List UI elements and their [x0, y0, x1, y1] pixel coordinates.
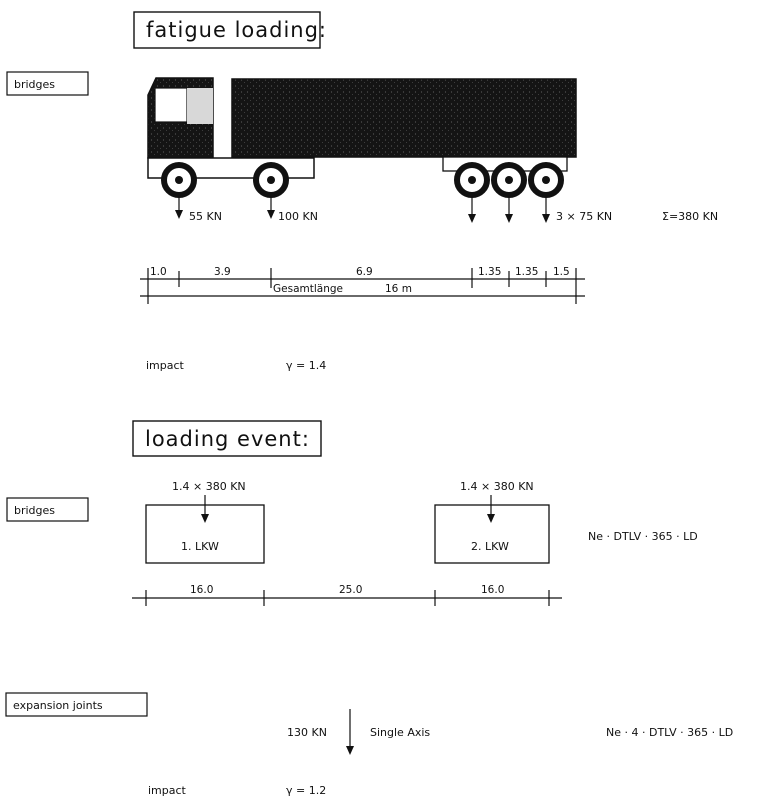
- bridges-label-box-1: bridges: [6, 71, 89, 96]
- dim-6: 1.5: [553, 266, 570, 278]
- spacing-3: 16.0: [481, 584, 504, 596]
- fatigue-title: fatigue loading:: [146, 18, 327, 42]
- dimension-chain: [140, 268, 585, 304]
- spacing-1: 16.0: [190, 584, 213, 596]
- wheel-second: [253, 162, 289, 198]
- single-axis-load: 130 KN: [287, 726, 327, 739]
- rear-axle-group-load: 3 × 75 KN: [556, 210, 612, 223]
- cab-window: [154, 87, 188, 123]
- dim-2: 3.9: [214, 266, 231, 278]
- total-length-value: 16 m: [385, 283, 412, 295]
- truck-illustration: [147, 77, 577, 198]
- expansion-joints-label-box: expansion joints: [5, 692, 148, 717]
- truck1-box: [145, 504, 265, 564]
- wheel-front: [161, 162, 197, 198]
- bridges-label-box-2: bridges: [6, 497, 89, 522]
- impact-label-2: impact: [148, 784, 187, 797]
- dim-3: 6.9: [356, 266, 373, 278]
- loading-event-title: loading event:: [145, 427, 310, 451]
- total-load: Σ=380 KN: [662, 210, 718, 223]
- impact-value-1: γ = 1.4: [286, 359, 326, 372]
- dim-1: 1.0: [150, 266, 167, 278]
- expansion-formula: Ne · 4 · DTLV · 365 · LD: [606, 726, 733, 739]
- wheel-rear-3: [528, 162, 564, 198]
- wheel-rear-1: [454, 162, 490, 198]
- bridges-label-1: bridges: [14, 78, 55, 91]
- truck2-name: 2. LKW: [471, 540, 509, 553]
- spacing-2: 25.0: [339, 584, 362, 596]
- spacing-dimension-chain: [132, 590, 562, 606]
- impact-value-2: γ = 1.2: [286, 784, 326, 797]
- dim-4: 1.35: [478, 266, 501, 278]
- bridges-label-2: bridges: [14, 504, 55, 517]
- single-axis-arrow: [346, 709, 354, 755]
- cab-window-shade: [187, 88, 213, 124]
- axle-load-arrows: [175, 196, 550, 223]
- truck1-name: 1. LKW: [181, 540, 219, 553]
- truck1-load-arrow: [201, 495, 209, 523]
- single-axis-label: Single Axis: [370, 726, 430, 739]
- impact-label-1: impact: [146, 359, 185, 372]
- second-axle-load: 100 KN: [278, 210, 318, 223]
- loading-event-formula: Ne · DTLV · 365 · LD: [588, 530, 698, 543]
- truck-trailer: [231, 78, 577, 158]
- fatigue-title-box: fatigue loading:: [133, 11, 327, 49]
- truck2-load-arrow: [487, 495, 495, 523]
- wheel-rear-2: [491, 162, 527, 198]
- truck1-load: 1.4 × 380 KN: [172, 480, 246, 493]
- dim-5: 1.35: [515, 266, 538, 278]
- front-axle-load: 55 KN: [189, 210, 222, 223]
- loading-event-title-box: loading event:: [132, 420, 322, 457]
- truck2-load: 1.4 × 380 KN: [460, 480, 534, 493]
- truck2-box: [434, 504, 550, 564]
- expansion-joints-label: expansion joints: [13, 699, 103, 712]
- total-length-label: Gesamtlänge: [273, 283, 343, 295]
